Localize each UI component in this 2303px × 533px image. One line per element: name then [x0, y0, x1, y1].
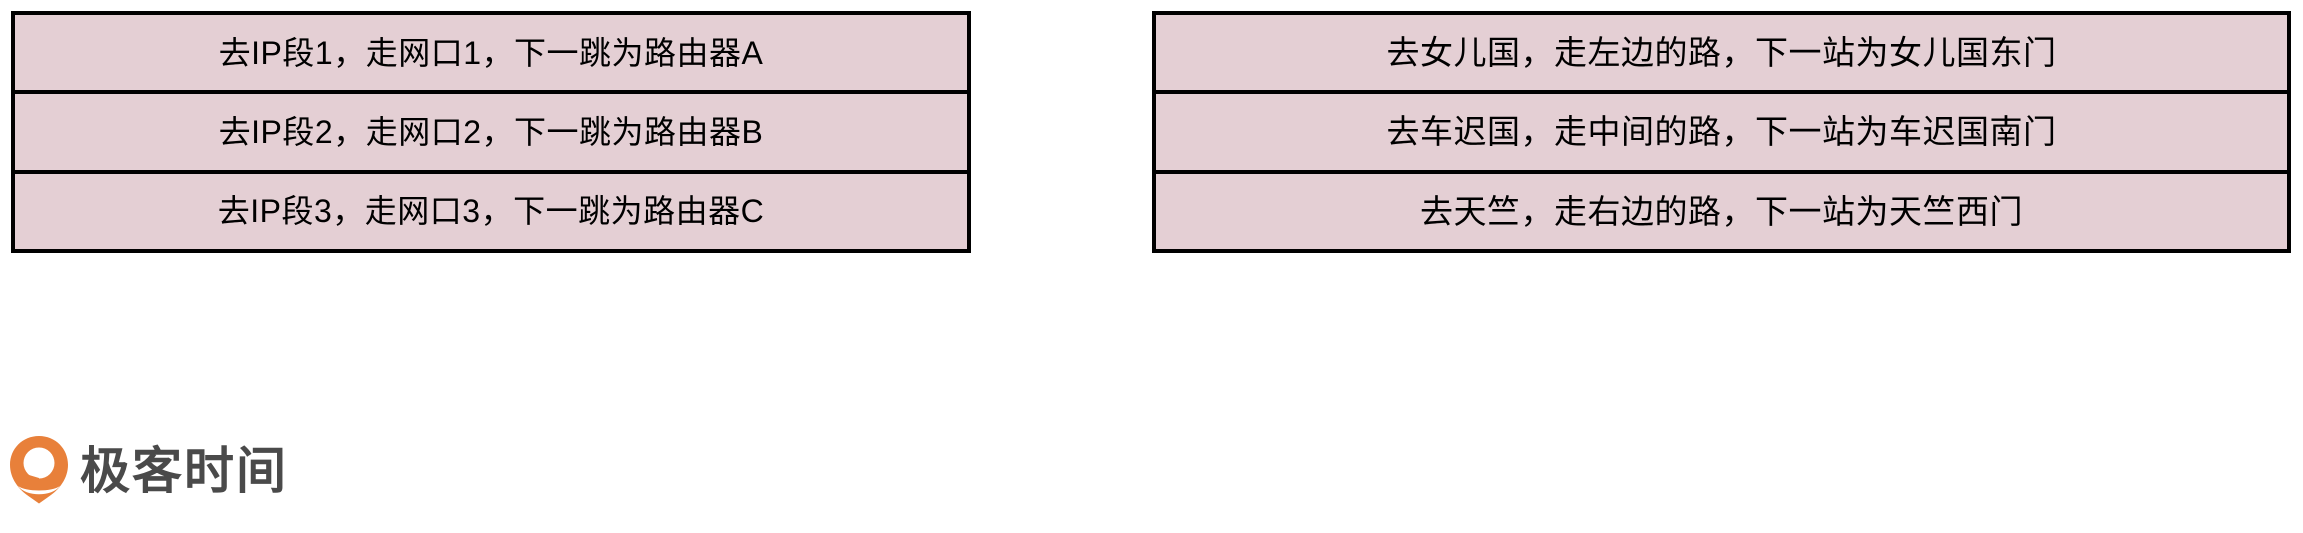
journey-signpost-table: 去女儿国，走左边的路，下一站为女儿国东门 去车迟国，走中间的路，下一站为车迟国南…: [1152, 11, 2291, 253]
table-row: 去IP段3，走网口3，下一跳为路由器C: [15, 173, 967, 249]
table-row: 去天竺，走右边的路，下一站为天竺西门: [1156, 173, 2287, 249]
table-row: 去女儿国，走左边的路，下一站为女儿国东门: [1156, 15, 2287, 95]
routing-entry-label: 去IP段3，走网口3，下一跳为路由器C: [217, 193, 765, 230]
pin-inner-circle: [23, 447, 55, 479]
signpost-entry-label: 去车迟国，走中间的路，下一站为车迟国南门: [1386, 113, 2057, 151]
geektime-pin-icon: [10, 436, 68, 504]
table-row: 去IP段1，走网口1，下一跳为路由器A: [15, 15, 967, 95]
brand-name: 极客时间: [80, 443, 288, 499]
table-row: 去车迟国，走中间的路，下一站为车迟国南门: [1156, 94, 2287, 174]
signpost-entry-label: 去女儿国，走左边的路，下一站为女儿国东门: [1386, 34, 2057, 72]
pin-crescent: [18, 486, 60, 495]
routing-entry-label: 去IP段1，走网口1，下一跳为路由器A: [218, 34, 764, 71]
brand-logo: 极客时间: [8, 434, 288, 508]
table-row: 去IP段2，走网口2，下一跳为路由器B: [15, 94, 967, 174]
ip-routing-table: 去IP段1，走网口1，下一跳为路由器A 去IP段2，走网口2，下一跳为路由器B …: [11, 11, 971, 253]
pin-needle: [29, 454, 39, 490]
signpost-entry-label: 去天竺，走右边的路，下一站为天竺西门: [1420, 192, 2023, 230]
routing-entry-label: 去IP段2，走网口2，下一跳为路由器B: [218, 113, 764, 150]
